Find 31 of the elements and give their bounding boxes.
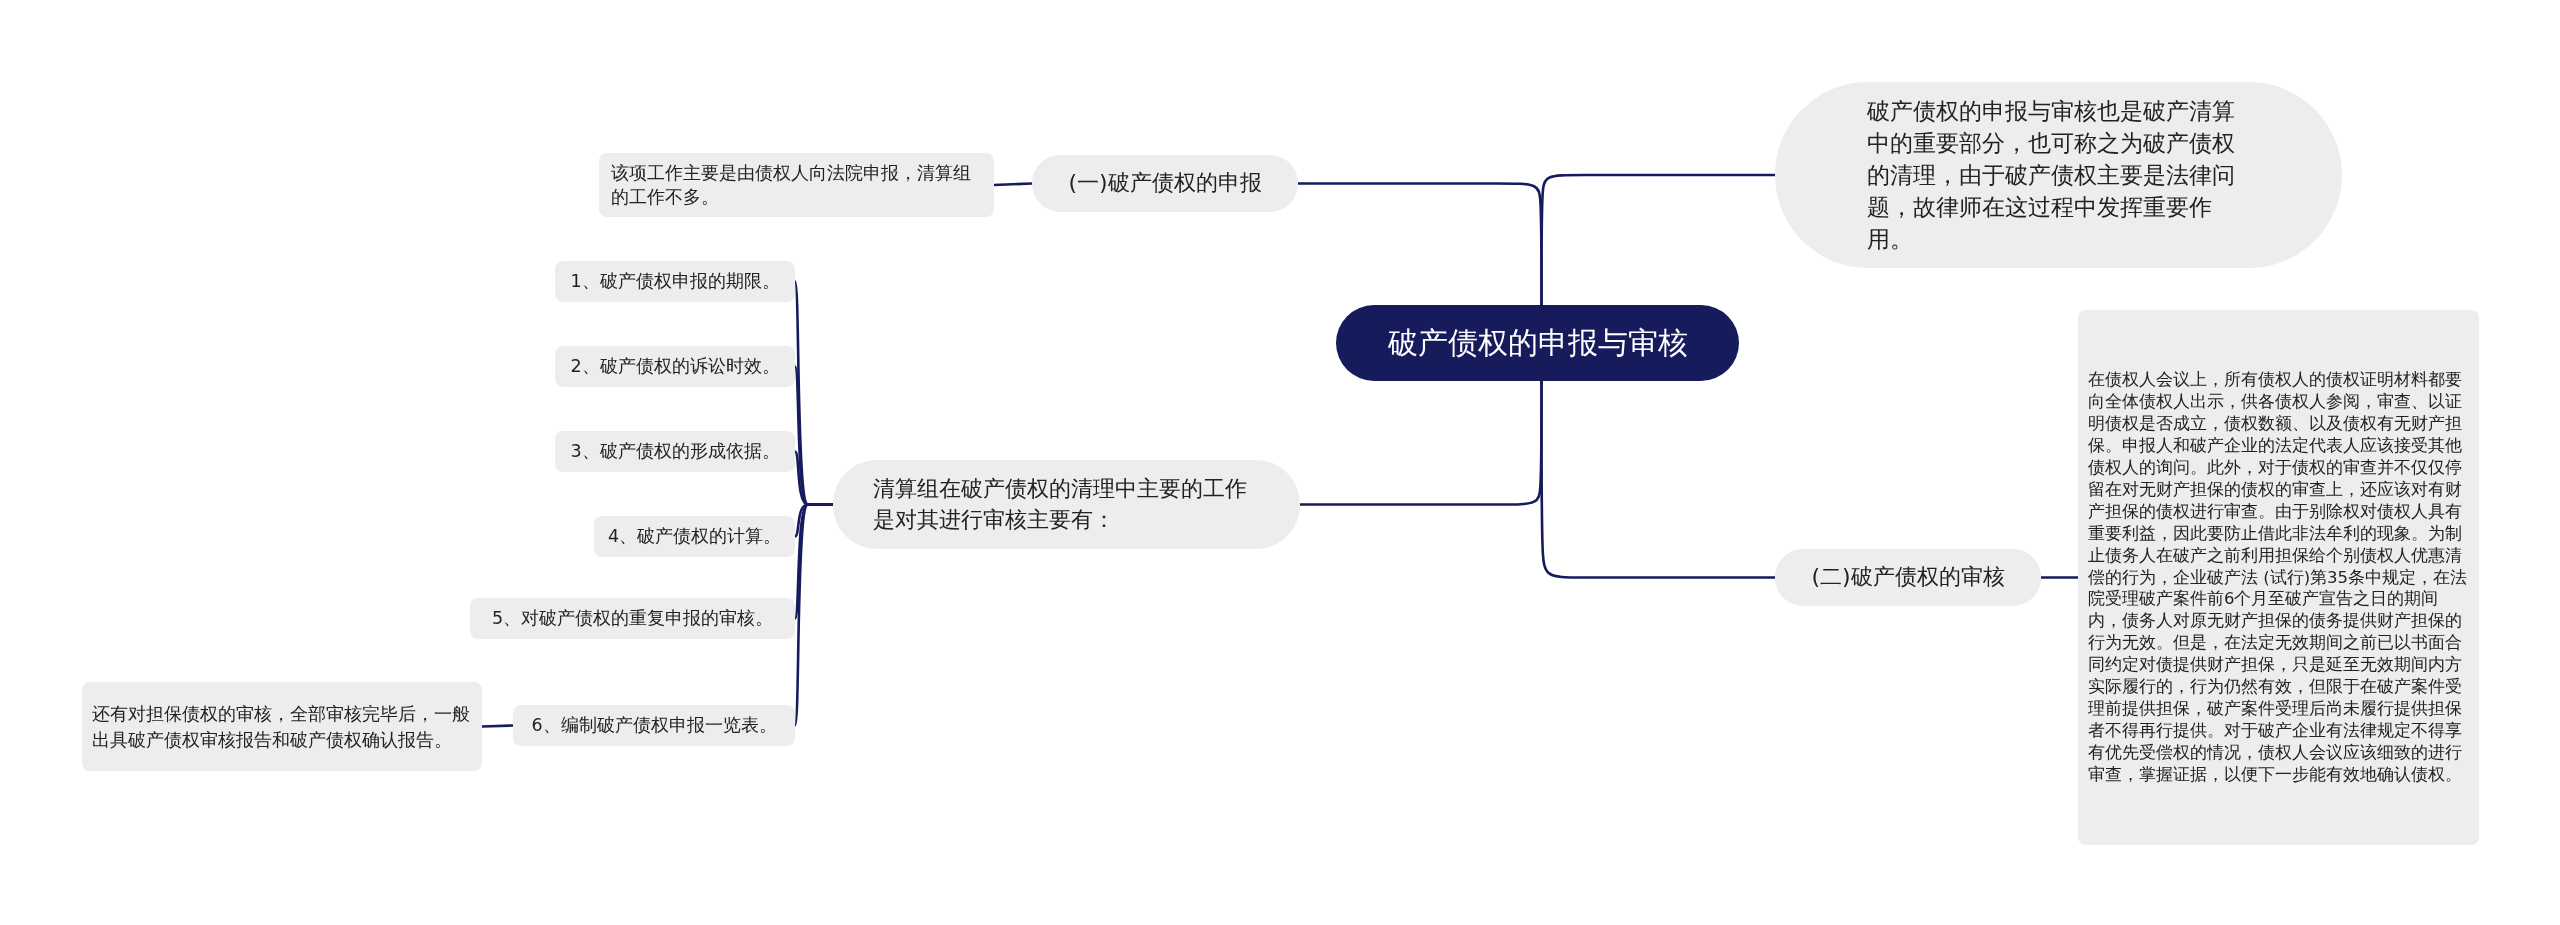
list-item-card: [594, 516, 795, 557]
connector-line: [481, 724, 514, 728]
topic-text: (二)破产债权的审核: [1811, 564, 2005, 591]
detail-text: 在债权人会议上，所有债权人的债权证明材料都要向全体债权人出示，供各债权人参阅，审查、以证明债权是否成立，债权数额、以及债权有无财产担保。申报人和破产企业的法定代表人应该接受其他债权人的询问。此外，对于债权的审查并不仅仅停留在对无财产担保的债权的审查上，还应该对有财产担保的债权进行审查。由于别除权对债权人具有重要利益，因此要防止借此非法牟利的现象。为制止债务人在破产之前利用担保给个别债权人优惠清偿的行为，企业破产法 (试行)第35条中规定，在法院受理破产案件前6个月至破产宣告之日的期间内，债务人对原无财产担保的债务提供财产担保的行为无效。但是，在法定无效期间之前已以书面合同约定对债提供财产担保，只是延至无效期间内方实际履行的，行为仍然有效，但限于在破产案件受理前提供担保，破产案件受理后尚未履行提供担保者不得再行提供。对于破产企业有法律规定不得享有优先受偿权的情况，债权人会议应该细致的进行审查，掌握证据，以便下一步能有效地确认债权。: [2088, 369, 2469, 786]
list-item-card: [470, 598, 795, 639]
list-item-card: [555, 346, 795, 387]
list-item-card: [513, 705, 795, 746]
connector-line: [1298, 182, 1543, 305]
connector-line: [1540, 381, 1775, 579]
topic-text: (一)破产债权的申报: [1068, 170, 1262, 197]
topic-text: 清算组在破产债权的清理中主要的工作是对其进行审核主要有：: [873, 474, 1248, 534]
connector-line: [993, 182, 1033, 187]
note-text: 该项工作主要是由债权人向法院申报，清算组的工作不多。: [611, 160, 972, 209]
item-text: 1、破产债权申报的期限。: [570, 271, 780, 292]
note-text: 还有对担保债权的审核，全部审核完毕后，一般出具破产债权审核报告和破产债权确认报告。: [92, 702, 471, 752]
detail-card: [2078, 310, 2479, 845]
topic-text: 破产债权的申报与审核: [1387, 325, 1688, 361]
branch-topic: [1775, 549, 2041, 606]
connector-line: [793, 503, 833, 726]
item-text: 4、破产债权的计算。: [607, 526, 782, 547]
item-text: 3、破产债权的形成依据。: [570, 441, 780, 462]
connector-line: [2041, 576, 2078, 579]
item-text: 5、对破产债权的重复申报的审核。: [491, 608, 774, 629]
note-card: [599, 153, 994, 217]
bubble-text: 破产债权的申报与审核也是破产清算中的重要部分，也可称之为破产债权的清理，由于破产债权主要是法律问题，故律师在这过程中发挥重要作用。: [1867, 96, 2236, 255]
item-text: 2、破产债权的诉讼时效。: [570, 356, 780, 377]
branch-topic: [1032, 155, 1298, 212]
note-card: [82, 682, 482, 771]
list-item-card: [555, 261, 795, 302]
list-item-card: [555, 431, 795, 472]
item-text: 6、编制破产债权申报一览表。: [531, 715, 777, 736]
